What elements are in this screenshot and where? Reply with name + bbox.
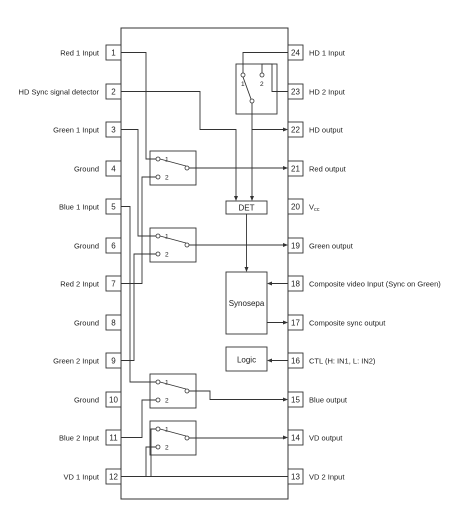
pin-label: HD 1 Input <box>309 49 346 58</box>
pin-label: Ground <box>74 319 99 328</box>
pin-6: 6 Ground <box>74 237 122 254</box>
pin-label: Green 2 Input <box>53 357 100 366</box>
pin-14: 14 VD output <box>287 429 343 446</box>
switch-hd: 1 2 <box>235 63 278 115</box>
pin-label: CTL (H: IN1, L: IN2) <box>309 357 376 366</box>
pin-number: 5 <box>111 203 116 212</box>
switch-input-2-label: 2 <box>165 252 169 259</box>
pin-label: Composite sync output <box>309 319 386 328</box>
pin-label: Vcc <box>309 203 320 214</box>
pin-number: 3 <box>111 126 116 135</box>
pin-11: 11 Blue 2 Input <box>59 429 122 446</box>
pin-number: 4 <box>111 165 116 174</box>
pin-number: 7 <box>111 280 116 289</box>
vcc-sub: cc <box>314 207 320 213</box>
switch-input-1-label: 1 <box>241 81 245 88</box>
pin-17: 17 Composite sync output <box>287 314 386 331</box>
logic-label: Logic <box>237 356 256 365</box>
pin-number: 19 <box>291 242 300 251</box>
pin-label: Composite video Input (Sync on Green) <box>309 280 441 289</box>
pin-number: 15 <box>291 396 300 405</box>
pin-5: 5 Blue 1 Input <box>59 198 122 215</box>
pin-label: HD Sync signal detector <box>19 88 100 97</box>
pin-label: Ground <box>74 396 99 405</box>
pin-label: Red 1 Input <box>60 49 100 58</box>
pin-label: HD output <box>309 126 344 135</box>
pin-8: 8 Ground <box>74 314 122 331</box>
pin-number: 14 <box>291 434 300 443</box>
switch-input-2-label: 2 <box>260 81 264 88</box>
pin-15: 15 Blue output <box>287 391 348 408</box>
pin-7: 7 Red 2 Input <box>60 275 122 292</box>
pin-number: 10 <box>109 396 118 405</box>
pin-2: 2 HD Sync signal detector <box>19 83 122 100</box>
logic-block: Logic <box>225 346 268 372</box>
synosepa-label: Synosepa <box>229 299 265 308</box>
pin-number: 12 <box>109 473 118 482</box>
pin-number: 17 <box>291 319 300 328</box>
det-label: DET <box>239 204 255 213</box>
pin-label: HD 2 Input <box>309 88 346 97</box>
switch-green: 1 2 <box>149 227 197 263</box>
right-pin-group: 24 HD 1 Input 23 HD 2 Input 22 HD output… <box>287 44 441 485</box>
pin-label: Ground <box>74 242 99 251</box>
synosepa-block: Synosepa <box>225 271 268 335</box>
pin-1: 1 Red 1 Input <box>60 44 122 61</box>
pin-4: 4 Ground <box>74 160 122 177</box>
pin-label: Blue 1 Input <box>59 203 100 212</box>
pin-18: 18 Composite video Input (Sync on Green) <box>287 275 441 292</box>
pin-number: 1 <box>111 49 116 58</box>
pin-number: 6 <box>111 242 116 251</box>
pin-label: Ground <box>74 165 99 174</box>
pin-number: 24 <box>291 49 300 58</box>
pin-22: 22 HD output <box>287 121 344 138</box>
left-pin-group: 1 Red 1 Input 2 HD Sync signal detector … <box>19 44 122 485</box>
pin-3: 3 Green 1 Input <box>53 121 122 138</box>
wiring <box>121 52 288 477</box>
pin-20: 20 Vcc <box>287 198 320 215</box>
pin-number: 11 <box>109 434 118 443</box>
pin-9: 9 Green 2 Input <box>53 352 122 369</box>
switch-input-2-label: 2 <box>165 445 169 452</box>
pin-label: Green output <box>309 242 354 251</box>
switch-input-1-label: 1 <box>165 380 169 387</box>
pin-number: 8 <box>111 319 116 328</box>
pin-23: 23 HD 2 Input <box>287 83 346 100</box>
switch-input-2-label: 2 <box>165 398 169 405</box>
pin-21: 21 Red output <box>287 160 347 177</box>
pin-19: 19 Green output <box>287 237 354 254</box>
det-block: DET <box>225 200 268 215</box>
pin-number: 13 <box>291 473 300 482</box>
pin-label: Red 2 Input <box>60 280 100 289</box>
pin-label: Red output <box>309 165 347 174</box>
pin-label: VD output <box>309 434 343 443</box>
pin-24: 24 HD 1 Input <box>287 44 346 61</box>
pin-number: 21 <box>291 165 300 174</box>
pin-label: VD 1 Input <box>64 473 100 482</box>
switch-input-1-label: 1 <box>165 234 169 241</box>
vcc-v: V <box>309 203 314 212</box>
pin-label: Blue output <box>309 396 348 405</box>
pin-number: 18 <box>291 280 300 289</box>
pin-12: 12 VD 1 Input <box>64 468 122 485</box>
pin-16: 16 CTL (H: IN1, L: IN2) <box>287 352 376 369</box>
switch-red: 1 2 <box>149 150 197 186</box>
pin-number: 9 <box>111 357 116 366</box>
switch-input-1-label: 1 <box>165 427 169 434</box>
pin-10: 10 Ground <box>74 391 122 408</box>
pin-label: Blue 2 Input <box>59 434 100 443</box>
pin-13: 13 VD 2 Input <box>287 468 345 485</box>
pin-number: 20 <box>291 203 300 212</box>
pin-number: 22 <box>291 126 300 135</box>
pin-number: 2 <box>111 88 116 97</box>
switch-input-2-label: 2 <box>165 175 169 182</box>
pin-label: VD 2 Input <box>309 473 345 482</box>
switch-vd: 1 2 <box>149 420 197 456</box>
switch-input-1-label: 1 <box>165 157 169 164</box>
pin-number: 16 <box>291 357 300 366</box>
pin-label: Green 1 Input <box>53 126 100 135</box>
pin-number: 23 <box>291 88 300 97</box>
